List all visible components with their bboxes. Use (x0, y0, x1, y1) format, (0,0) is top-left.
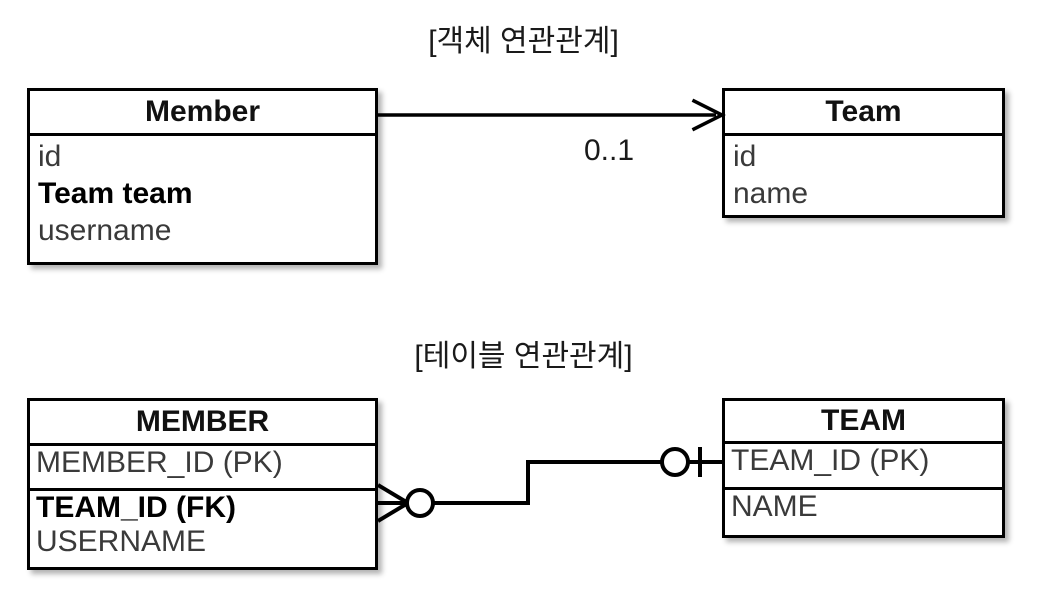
table-section-title: [테이블 연관관계] (414, 340, 633, 373)
multiplicity-label: 0..1 (584, 134, 635, 167)
table-box-team[interactable]: TEAM TEAM_ID (PK) NAME (722, 398, 1005, 538)
class-field-id: id (38, 140, 62, 173)
table-field-team-id-fk: TEAM_ID (FK) (36, 491, 236, 524)
class-box-team-name: Team (825, 95, 902, 128)
class-field-team-team: Team team (38, 177, 193, 210)
crows-foot-zero-circle-icon (405, 488, 435, 518)
class-box-team-fields: id name (725, 133, 1002, 214)
class-box-member-fields: id Team team username (30, 133, 375, 251)
table-box-team-name: TEAM (821, 404, 906, 437)
table-box-member[interactable]: MEMBER MEMBER_ID (PK) TEAM_ID (FK) USERN… (27, 398, 378, 570)
table-box-team-columns-section: NAME (725, 487, 1002, 525)
object-section-title: [객체 연관관계] (428, 25, 619, 58)
table-box-team-pk-section: TEAM_ID (PK) (725, 441, 1002, 487)
class-field-team-id: id (733, 140, 757, 173)
class-box-member[interactable]: Member id Team team username (27, 88, 378, 265)
class-box-member-name: Member (144, 95, 261, 128)
class-field-team-name: name (733, 177, 809, 210)
association-arrowhead-icon (691, 98, 726, 132)
table-field-member-id-pk: MEMBER_ID (PK) (36, 446, 283, 479)
crows-foot-zero-circle-team-icon (660, 447, 690, 477)
class-box-team[interactable]: Team id name (722, 88, 1005, 218)
class-field-username: username (38, 214, 172, 247)
table-field-username: USERNAME (36, 525, 207, 558)
table-box-member-columns-section: TEAM_ID (FK) USERNAME (30, 488, 375, 560)
crows-foot-many-icon (376, 483, 410, 523)
table-box-member-name: MEMBER (135, 405, 270, 438)
table-field-name: NAME (731, 490, 818, 523)
table-box-member-pk-section: MEMBER_ID (PK) (30, 443, 375, 488)
relationship-line (432, 460, 664, 505)
table-field-team-id-pk: TEAM_ID (PK) (731, 444, 930, 477)
